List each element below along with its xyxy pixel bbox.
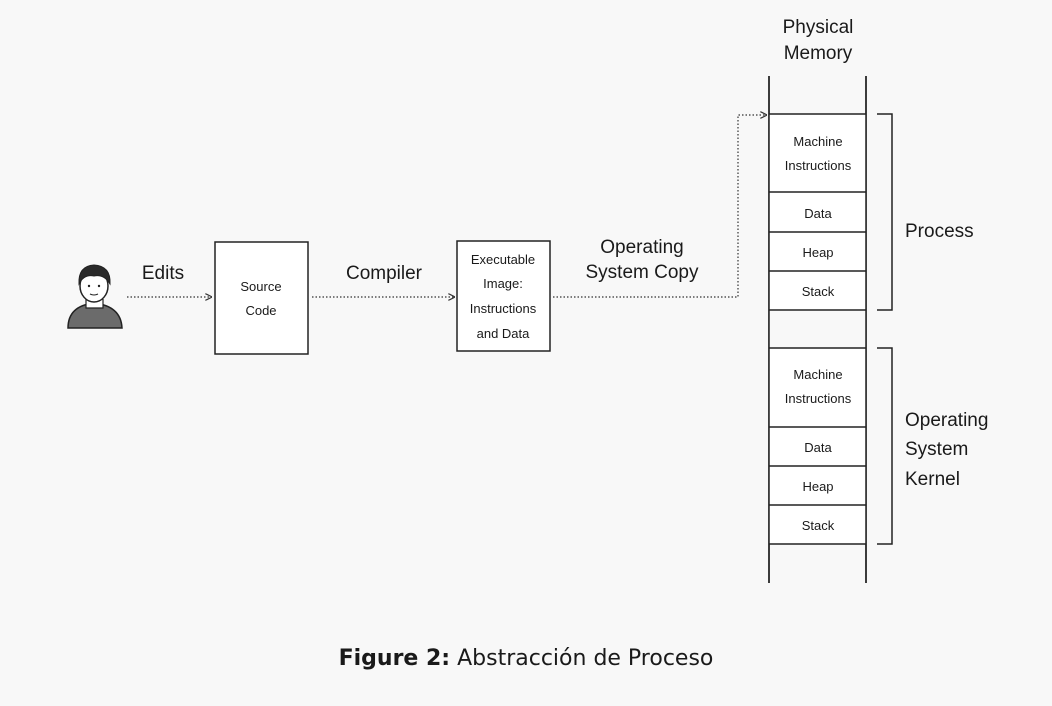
kernel-bracket (877, 347, 893, 545)
edits-label: Edits (142, 263, 184, 284)
physical-memory-column: Machine Instructions Data Heap Stack Mac… (768, 76, 867, 583)
source-code-line1: Source (240, 279, 281, 294)
os-copy-label-line2: System Copy (586, 262, 699, 283)
kernel-label-line1: Operating (905, 410, 988, 431)
kernel-stack-label: Stack (802, 518, 835, 533)
kernel-label-line3: Kernel (905, 469, 960, 490)
executable-image-box: Executable Image: Instructions and Data (456, 240, 551, 352)
compiler-label: Compiler (346, 263, 423, 284)
exec-line4: and Data (477, 326, 531, 341)
process-machine-line1: Machine (793, 134, 842, 149)
kernel-label-line2: System (905, 439, 968, 460)
process-abstraction-diagram: Edits Compiler Operating System Copy Sou… (67, 17, 988, 583)
caption-text: Abstracción de Proceso (457, 646, 714, 671)
source-code-line2: Code (245, 303, 276, 318)
os-copy-arrow (553, 115, 766, 298)
memory-title-line1: Physical (783, 17, 854, 38)
process-data-label: Data (804, 206, 832, 221)
process-stack-label: Stack (802, 284, 835, 299)
kernel-heap-label: Heap (802, 479, 833, 494)
exec-line2: Image: (483, 276, 523, 291)
caption-label: Figure 2: (338, 646, 451, 671)
process-machine-line2: Instructions (785, 158, 852, 173)
kernel-machine-line1: Machine (793, 367, 842, 382)
exec-line3: Instructions (470, 301, 537, 316)
kernel-machine-line2: Instructions (785, 391, 852, 406)
memory-title-line2: Memory (784, 43, 853, 64)
kernel-data-label: Data (804, 440, 832, 455)
process-bracket (877, 113, 893, 311)
os-copy-label-line1: Operating (600, 237, 683, 258)
figure-caption: Figure 2: Abstracción de Proceso (0, 646, 1052, 671)
process-label: Process (905, 221, 974, 242)
source-code-box: Source Code (214, 241, 309, 355)
process-heap-label: Heap (802, 245, 833, 260)
person-icon (67, 264, 123, 329)
exec-line1: Executable (471, 252, 535, 267)
